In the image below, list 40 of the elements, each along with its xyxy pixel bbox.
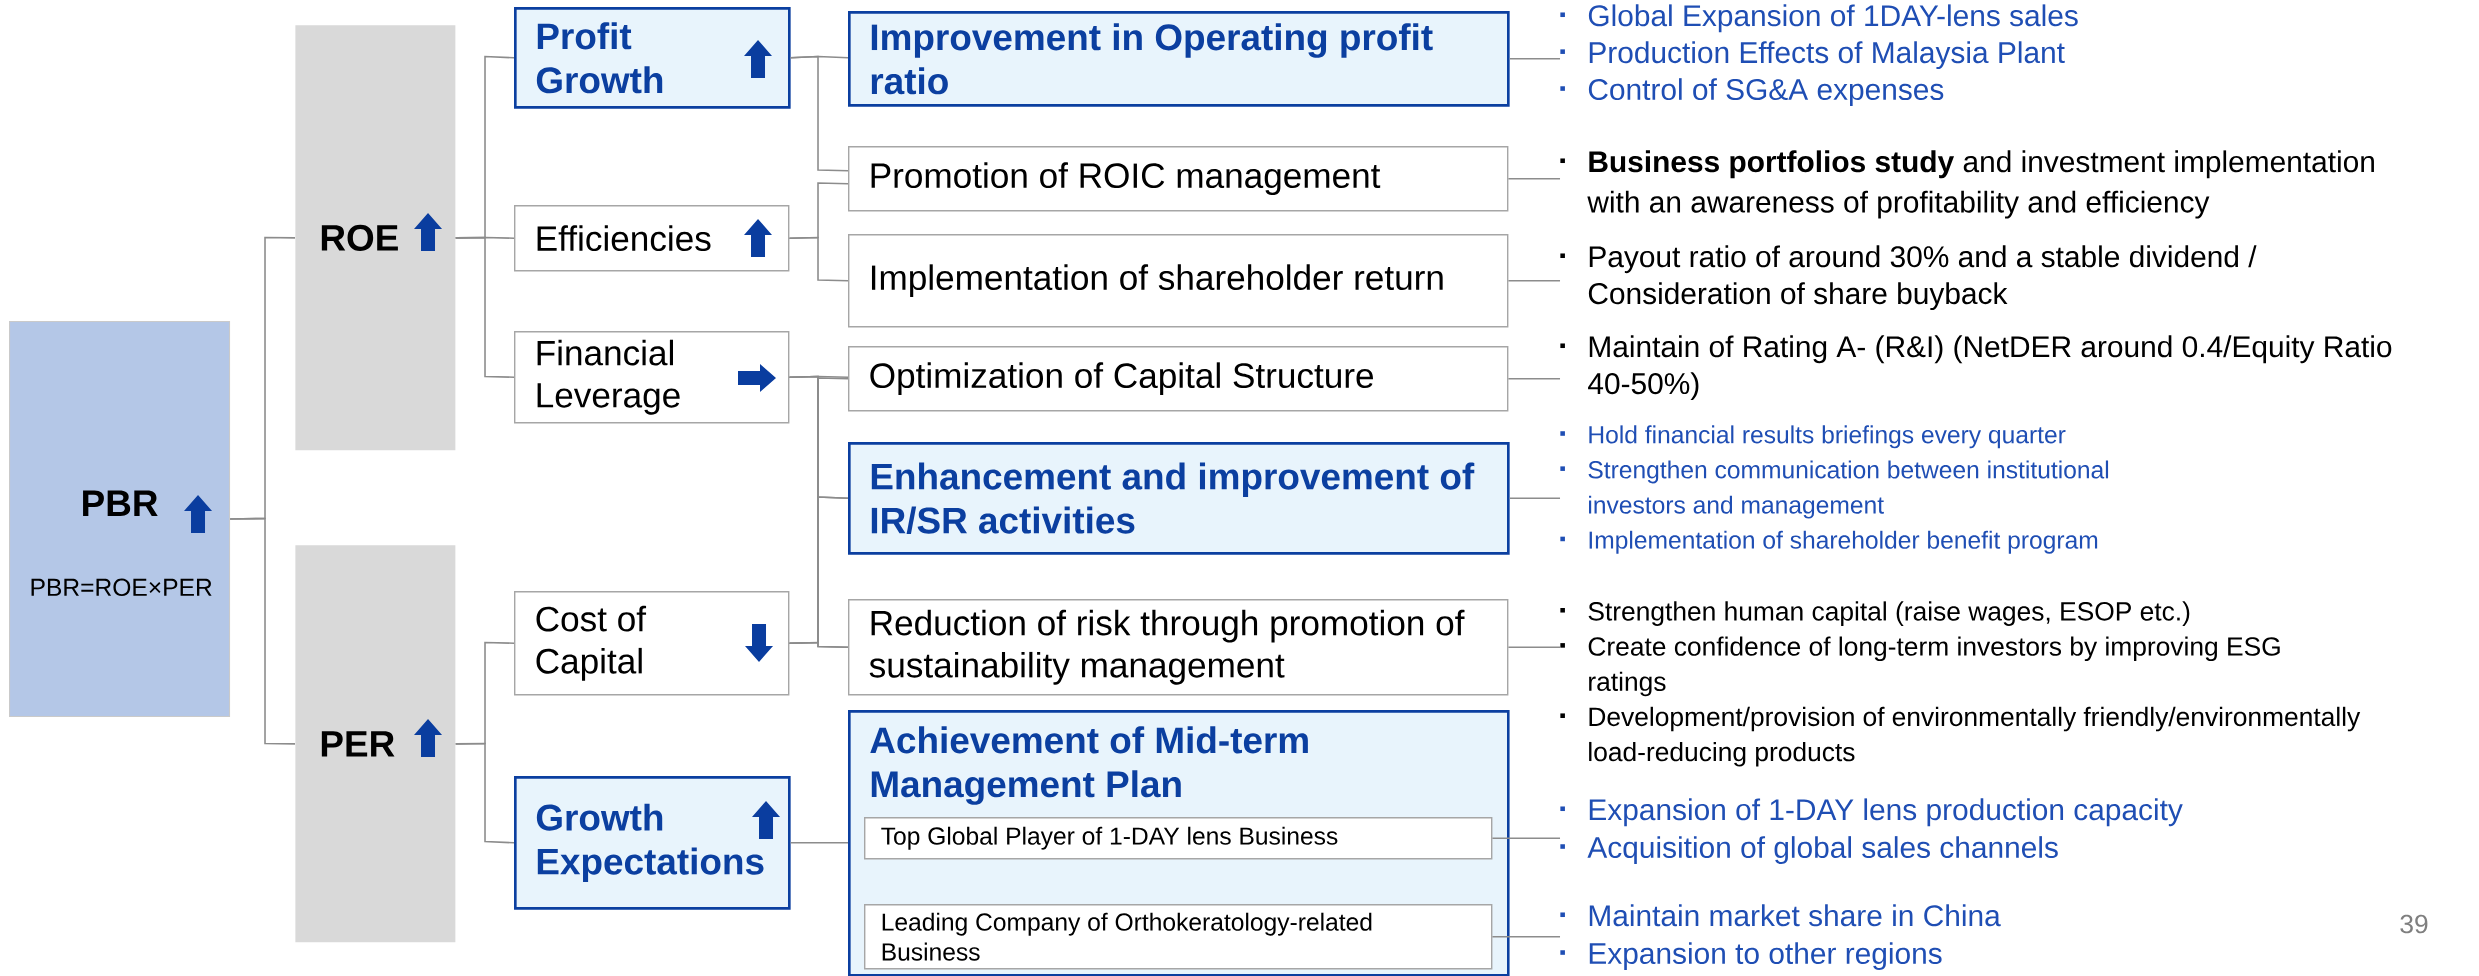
bullet-list: Maintain market share in China Expansion to other regions bbox=[1560, 904, 2001, 970]
bullet-list: Hold financial results briefings every quarter Strengthen communication between institutional investors and management Implementation of shareholder benefit program bbox=[1560, 425, 2109, 554]
connector-line bbox=[1507, 646, 1561, 648]
connector-line bbox=[454, 742, 515, 844]
metric-box: ROE bbox=[295, 25, 456, 451]
factor-box: Financial Leverage bbox=[514, 331, 790, 424]
bullet-list: Expansion of 1-DAY lens production capacity Acquisition of global sales channels bbox=[1560, 798, 2183, 864]
connector-line bbox=[788, 641, 849, 648]
connector-line bbox=[454, 236, 515, 378]
bullet-list: Payout ratio of around 30% and a stable dividend / Consideration of share buyback bbox=[1560, 245, 2257, 311]
connector-line bbox=[1507, 377, 1561, 380]
connector-line bbox=[1508, 497, 1561, 500]
connector-line bbox=[1508, 58, 1561, 60]
connector-line bbox=[1507, 177, 1561, 180]
bullet-list: Global Expansion of 1DAY-lens sales Production Effects of Malaysia Plant Control of SG&A expenses bbox=[1560, 4, 2078, 106]
metric-box: PBR PBR=ROE×PER bbox=[9, 321, 231, 718]
factor-box: Cost of Capital bbox=[514, 591, 790, 696]
connector-line bbox=[789, 842, 849, 844]
connector-line bbox=[1507, 279, 1561, 282]
factor-box: Profit Growth bbox=[514, 7, 791, 109]
measure-box: Enhancement and improvement of IR/SR activities bbox=[848, 442, 1510, 555]
measure-box: Promotion of ROIC management bbox=[848, 146, 1509, 212]
bullet-list: Business portfolios study and investment implementation with an awareness of profitability and efficiency bbox=[1560, 150, 2374, 219]
connector-line bbox=[1491, 837, 1561, 839]
connector-line bbox=[789, 55, 849, 172]
measure-box: Reduction of risk through promotion of sustainability management bbox=[848, 599, 1509, 696]
measure-box: Optimization of Capital Structure bbox=[848, 346, 1509, 412]
connector-line bbox=[229, 517, 296, 745]
connector-line bbox=[1491, 935, 1561, 938]
measure-box: Implementation of shareholder return bbox=[848, 234, 1509, 328]
bullet-list: Strengthen human capital (raise wages, ESOP etc.) Create confidence of long-term investors by improving ESG ratings Development/provision of environmentally friendly/environmentally load-reducing products bbox=[1560, 601, 2361, 767]
metric-box: PER bbox=[295, 545, 456, 943]
bullet-list: Maintain of Rating A- (R&I) (NetDER around 0.4/Equity Ratio 40-50%) bbox=[1560, 335, 2392, 401]
goal-box: Top Global Player of 1-DAY lens Business bbox=[864, 817, 1493, 860]
goal-box: Leading Company of Orthokeratology-related Business bbox=[864, 904, 1493, 970]
factor-box: Efficiencies bbox=[514, 205, 790, 272]
measure-box: Improvement in Operating profit ratio bbox=[848, 11, 1510, 107]
page-number: 39 bbox=[2400, 914, 2428, 934]
connector-line bbox=[788, 236, 849, 282]
factor-box: Growth Expectations bbox=[514, 776, 791, 910]
